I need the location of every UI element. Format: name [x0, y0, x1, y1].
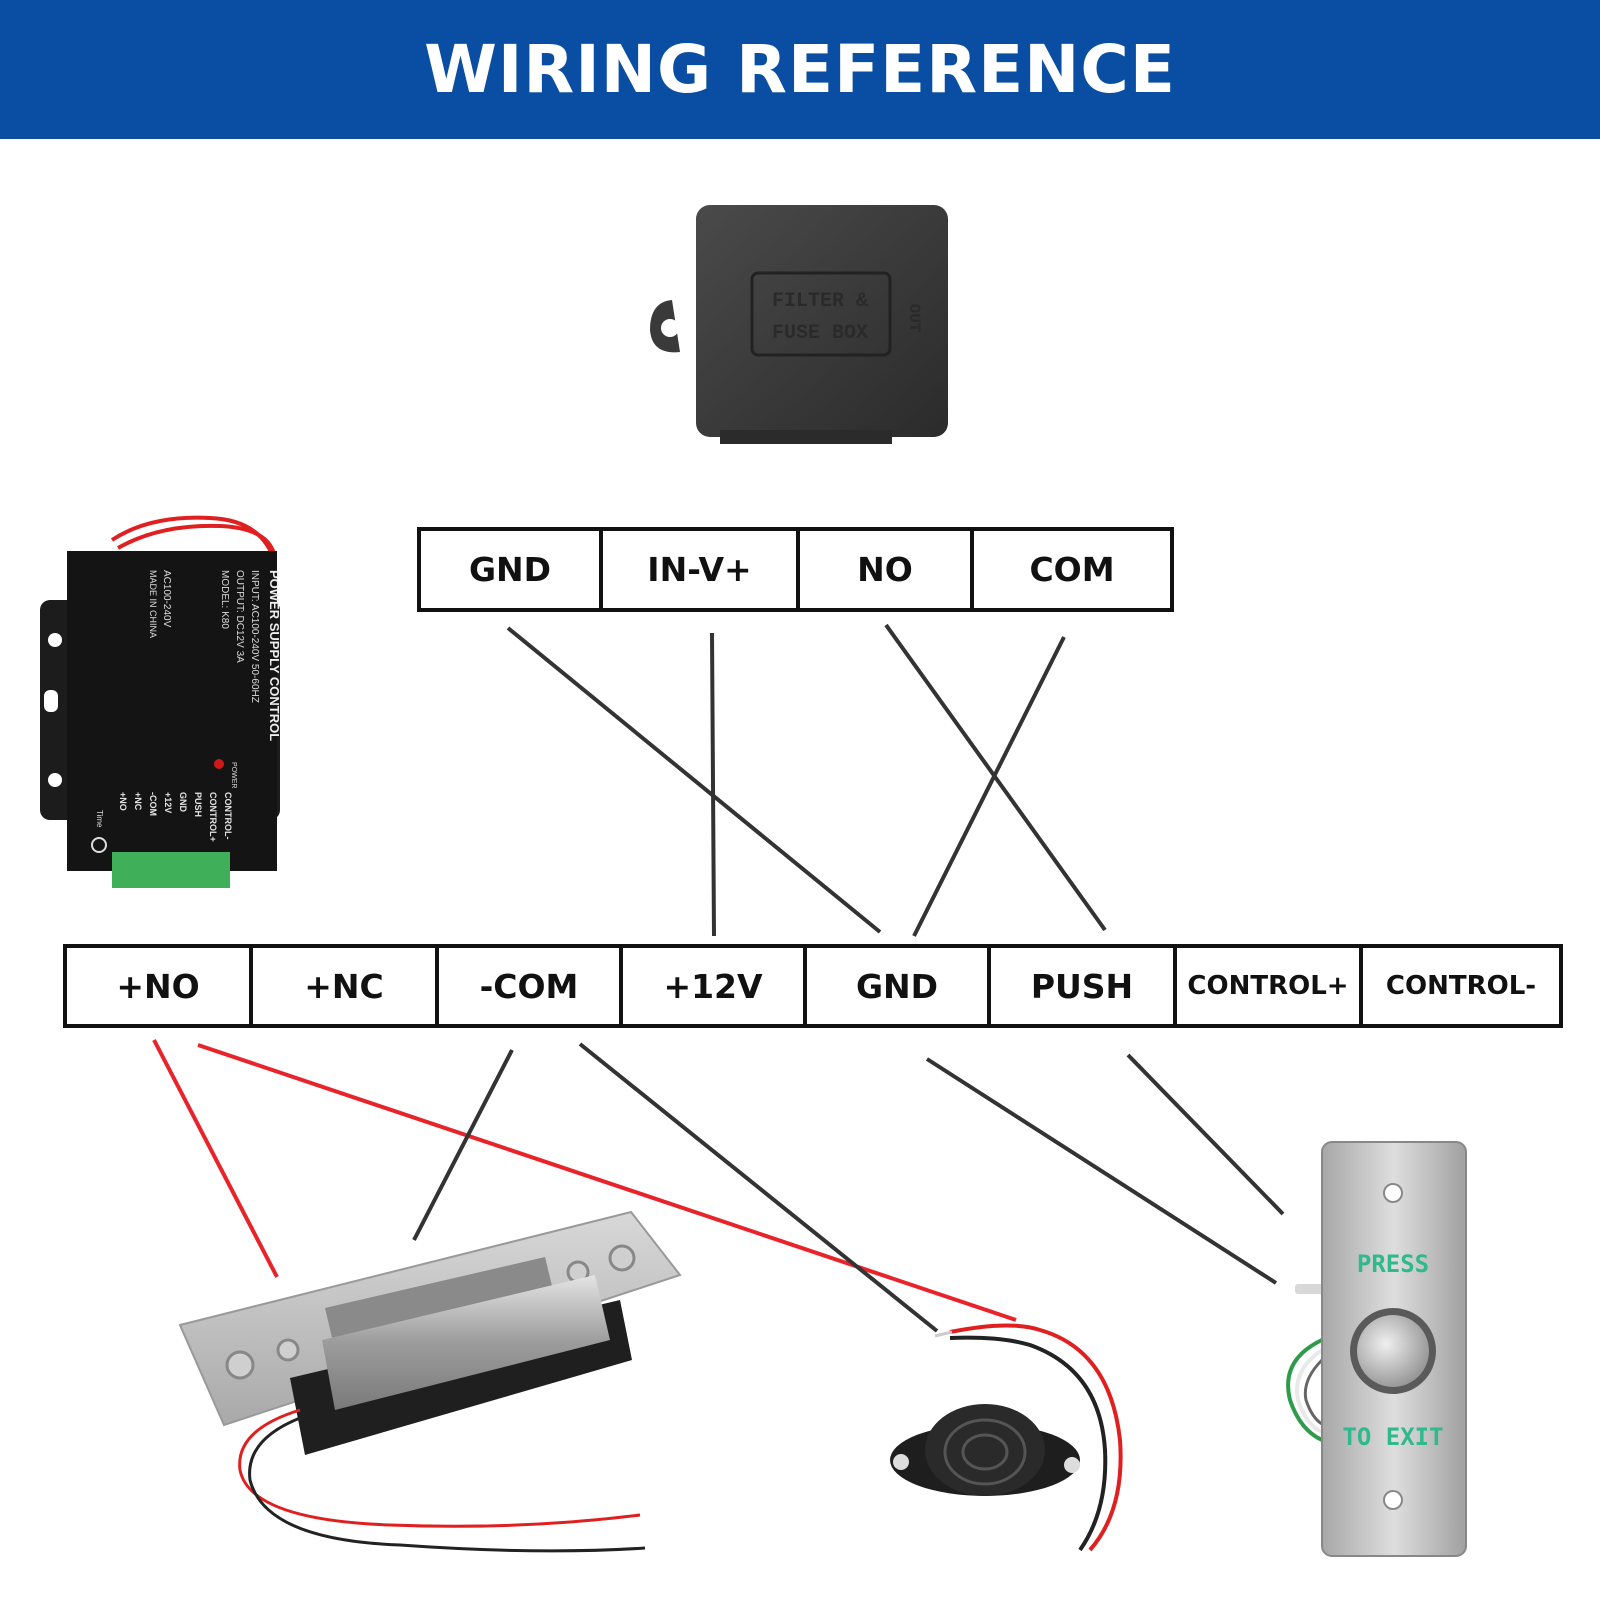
controller-terminal-control-minus: CONTROL-: [1385, 971, 1537, 1001]
filter-terminal-in-v-plus: IN-V+: [603, 531, 800, 608]
psu-input: INPUT: AC100-240V 50-60HZ: [249, 570, 260, 703]
psu-voltage: AC100-240V: [161, 570, 172, 628]
psu-terminal-label: PUSH: [193, 792, 203, 817]
wire-push-to-button: [1126, 1053, 1285, 1216]
filter-box-label-2: FUSE BOX: [772, 322, 868, 345]
filter-box-label-1: FILTER &: [772, 290, 868, 313]
psu-terminal-label: GND: [178, 792, 188, 813]
controller-terminal-plus-no: +NO: [67, 948, 253, 1024]
filter-terminal-no: NO: [800, 531, 974, 608]
controller-terminal-strip: +NO +NC -COM +12V GND PUSH CONTROL+ CONT…: [63, 944, 1563, 1028]
controller-terminal-plus-nc: +NC: [253, 948, 439, 1024]
psu-output: OUTPUT: DC12V 3A: [234, 570, 245, 663]
controller-terminal-control-plus: CONTROL+: [1177, 948, 1363, 1024]
psu-power-led-label: POWER: [230, 762, 237, 788]
psu-terminal-label: CONTROL-: [223, 792, 233, 840]
filter-box-out-label: OUT: [905, 304, 923, 333]
wire-no-to-lock-red: [152, 1039, 279, 1278]
controller-terminal-minus-com: -COM: [439, 948, 623, 1024]
psu-terminal-label: +12V: [163, 792, 173, 813]
psu-terminal-label: +NC: [133, 792, 143, 811]
exit-button-press-label: PRESS: [1357, 1250, 1429, 1278]
filter-terminal-com: COM: [1029, 550, 1115, 589]
page-title: WIRING REFERENCE: [424, 31, 1176, 108]
wire-gnd-to-button: [925, 1057, 1278, 1285]
psu-terminal-label: -COM: [148, 792, 158, 816]
wire-inv-to-12v: [710, 632, 716, 937]
header-banner: WIRING REFERENCE: [0, 0, 1600, 139]
wire-com-to-gnd: [912, 636, 1066, 937]
psu-terminal-label: +NO: [118, 792, 128, 811]
controller-terminal-12v: +12V: [623, 948, 807, 1024]
filter-terminal-gnd: GND: [421, 531, 603, 608]
exit-button-to-exit-label: TO EXIT: [1342, 1423, 1443, 1451]
psu-model: MODEL: K80: [219, 570, 230, 629]
wire-no-to-push: [884, 623, 1107, 932]
wire-com-to-lock: [412, 1049, 514, 1241]
wire-no-to-buzzer-red: [197, 1043, 1017, 1322]
psu-time-label: Time: [95, 810, 104, 828]
psu-terminal-label: CONTROL+: [208, 792, 218, 842]
filter-terminal-strip: GND IN-V+ NO COM: [417, 527, 1174, 612]
controller-terminal-push: PUSH: [991, 948, 1177, 1024]
wire-com-to-buzzer: [578, 1042, 939, 1333]
psu-origin: MADE IN CHINA: [148, 570, 158, 638]
controller-terminal-gnd: GND: [807, 948, 991, 1024]
psu-title: POWER SUPPLY CONTROL: [267, 570, 282, 741]
wire-gnd-to-gnd: [506, 626, 882, 934]
